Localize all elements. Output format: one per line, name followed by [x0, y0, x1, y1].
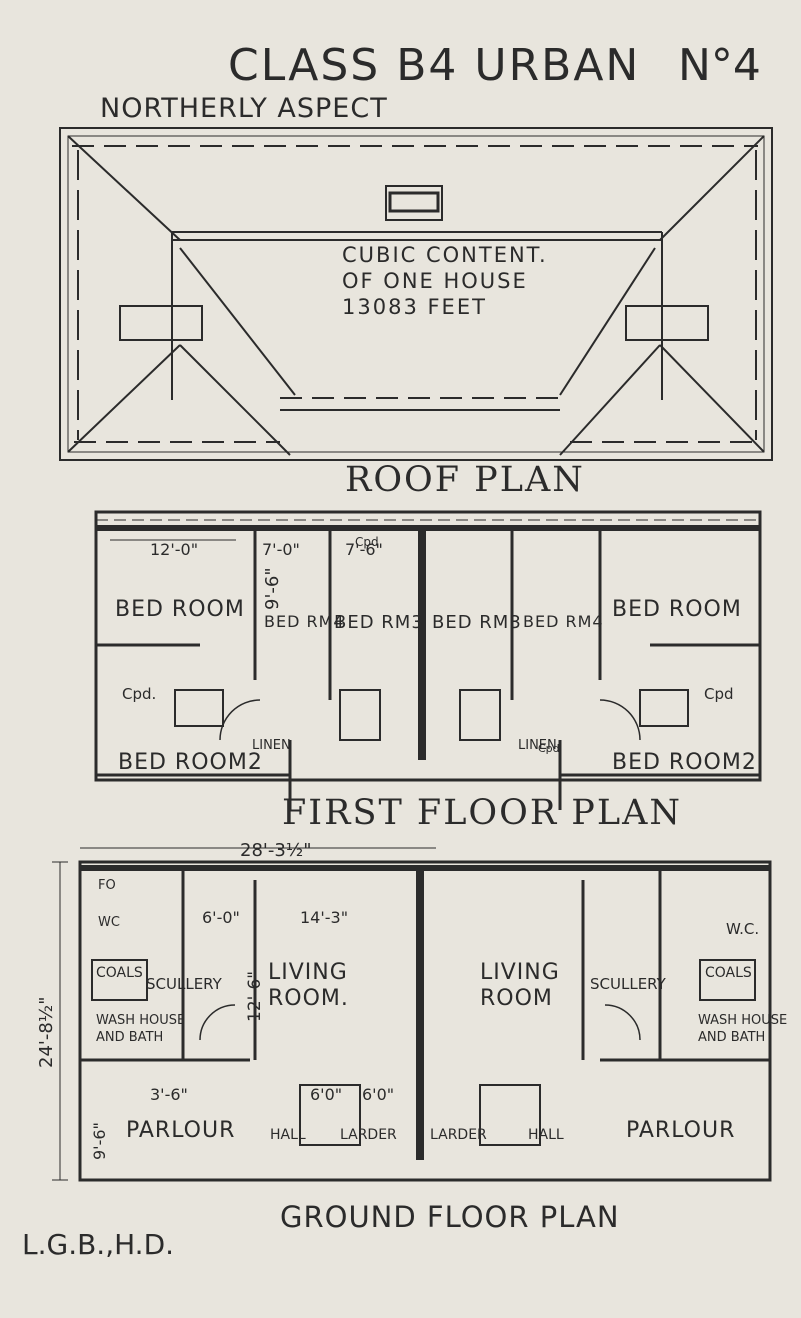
first-floor-plan: [94, 510, 762, 810]
room-living-right: LIVING ROOM: [480, 960, 560, 1011]
room-cpd-small-right: Cpd: [538, 742, 560, 755]
dim-9-6: 9'-6": [90, 1122, 109, 1160]
ground-floor-plan: [52, 847, 772, 1182]
sheet-title: CLASS B4 URBAN: [228, 40, 641, 91]
room-linen-right: LINEN: [518, 738, 557, 753]
dim-3-6: 3'-6": [150, 1085, 188, 1104]
room-wc-right: W.C.: [726, 920, 760, 938]
dim-vertical-first: 9'-6": [262, 567, 283, 610]
aspect-label: NORTHERLY ASPECT: [100, 93, 388, 124]
room-coals-right: COALS: [705, 965, 752, 981]
room-hall-right: HALL: [528, 1127, 564, 1143]
room-coals-left: COALS: [96, 965, 143, 981]
room-cpd-small-left: Cpd: [355, 535, 379, 549]
initials: L.G.B.,H.D.: [22, 1228, 175, 1261]
room-cpd-right: Cpd: [704, 685, 734, 703]
room-living-left: LIVING ROOM.: [268, 960, 349, 1011]
room-fo: FO: [98, 878, 116, 893]
room-wash-house-left: WASH HOUSE AND BATH: [96, 1013, 186, 1045]
dim-6-0-larder: 6'0": [362, 1085, 395, 1104]
dim-12-0: 12'-0": [150, 540, 199, 559]
room-wc-left: WC: [98, 915, 120, 930]
dim-12-6: 12'-6": [245, 970, 265, 1022]
room-parlour-right: PARLOUR: [626, 1118, 736, 1143]
dim-7-6: 7'-6": [345, 540, 383, 559]
dim-overall-depth: 24'-8½": [36, 996, 57, 1068]
room-linen-left: LINEN: [252, 738, 291, 753]
room-bed-rm4-left: BED RM4: [264, 612, 345, 631]
dim-overall-width: 28'-3½": [240, 840, 312, 861]
room-bed-room-2-left: BED ROOM2: [118, 750, 263, 775]
dim-7-0: 7'-0": [262, 540, 300, 559]
room-parlour-left: PARLOUR: [126, 1118, 236, 1143]
room-hall-left: HALL: [270, 1127, 306, 1143]
room-scullery-left: SCULLERY: [146, 975, 222, 993]
dim-14-3: 14'-3": [300, 908, 349, 927]
dim-6-0-hall: 6'0": [310, 1085, 343, 1104]
room-wash-house-right: WASH HOUSE AND BATH: [698, 1013, 788, 1045]
roof-plan: [59, 127, 773, 461]
room-bed-rm3-left: BED RM3: [334, 612, 424, 633]
room-larder-right: LARDER: [430, 1127, 487, 1143]
ground-floor-title: GROUND FLOOR PLAN: [280, 1200, 620, 1234]
room-bed-rm4-right: BED RM4: [523, 612, 604, 631]
room-bed-room-right: BED ROOM: [612, 597, 742, 622]
first-floor-title: FIRST FLOOR PLAN: [282, 793, 682, 833]
room-larder-left: LARDER: [340, 1127, 397, 1143]
room-bed-room-left: BED ROOM: [115, 597, 245, 622]
cubic-content-note: CUBIC CONTENT. OF ONE HOUSE 13083 FEET: [342, 243, 548, 319]
room-bed-room-2-right: BED ROOM2.: [612, 750, 765, 775]
roof-plan-title: ROOF PLAN: [345, 460, 585, 500]
room-bed-rm3-right: BED RM3: [432, 612, 522, 633]
room-scullery-right: SCULLERY: [590, 975, 666, 993]
sheet-number: N°4: [678, 40, 761, 91]
dim-6-0: 6'-0": [202, 908, 240, 927]
room-cpd-left: Cpd.: [122, 685, 157, 703]
